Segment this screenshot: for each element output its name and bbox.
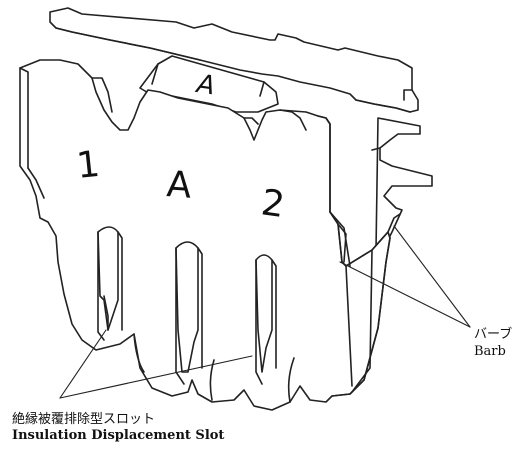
side-tab	[371, 117, 433, 251]
connector-body	[19, 59, 391, 411]
barb-label-ja: バーブ	[474, 327, 513, 342]
barb-leader-2	[393, 225, 471, 328]
slot-label-ja: 絶縁被覆排除型スロット	[12, 412, 156, 427]
marking-right: 2	[259, 182, 287, 226]
leader-lines	[59, 225, 471, 399]
carrier-strip	[49, 7, 419, 113]
barb-leader-1	[339, 261, 471, 328]
marking-middle: A	[165, 164, 193, 207]
barb-label-en: Barb	[474, 344, 506, 359]
slot-label-en: Insulation Displacement Slot	[12, 428, 225, 443]
marking-left: 1	[75, 144, 102, 187]
marking-top: A	[193, 69, 217, 101]
slot-leader-1	[59, 329, 107, 399]
slot-leader-2	[59, 355, 253, 399]
barb	[337, 213, 401, 263]
